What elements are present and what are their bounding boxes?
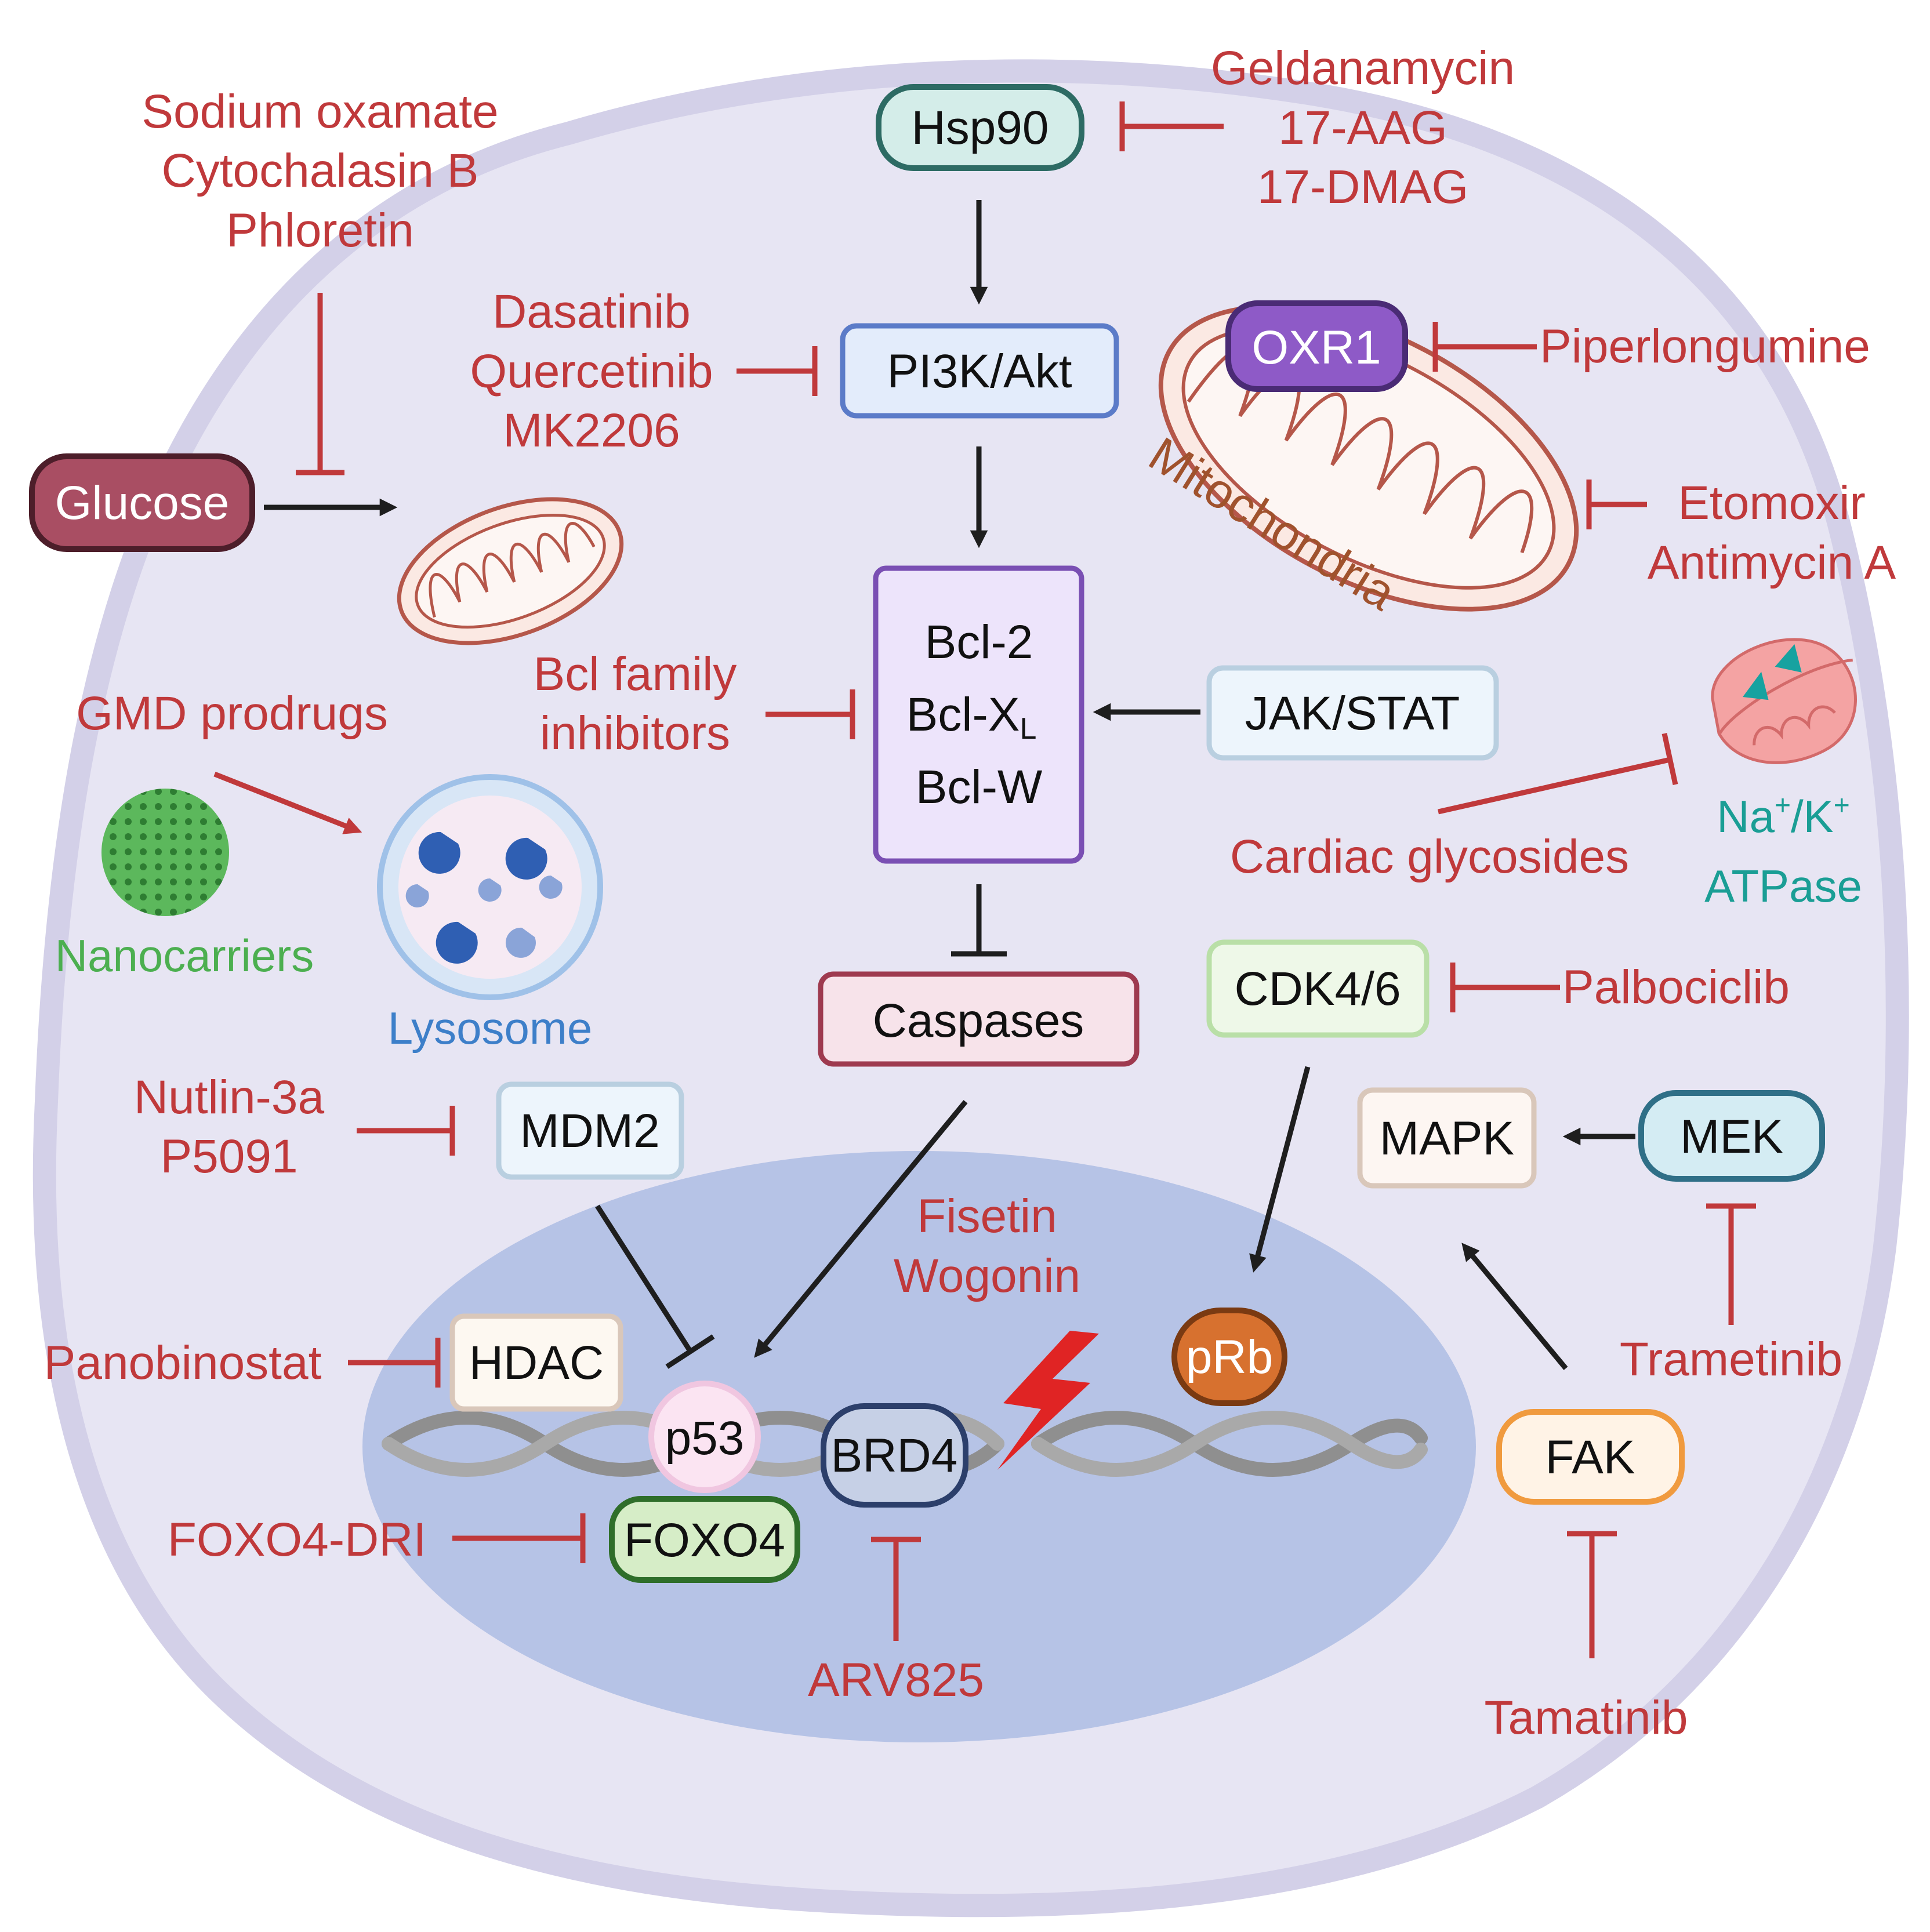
brd4-node[interactable]: BRD4 <box>821 1403 968 1508</box>
hdac-node[interactable]: HDAC <box>449 1313 623 1412</box>
svg-text:Antimycin A: Antimycin A <box>1648 536 1896 589</box>
nanocarriers-label: Nanocarriers <box>55 930 314 981</box>
drug-inhibition-lines <box>296 101 1756 1658</box>
na-k-label: Na+/K+ <box>1717 790 1849 842</box>
mapk-node[interactable]: MAPK <box>1357 1087 1537 1189</box>
panobinostat-label: Panobinostat <box>44 1337 322 1389</box>
svg-text:Bcl family: Bcl family <box>534 648 737 700</box>
small-mitochondrion-icon <box>397 497 624 645</box>
svg-text:Dasatinib: Dasatinib <box>492 285 691 338</box>
hdac-label: HDAC <box>469 1337 604 1389</box>
svg-text:Fisetin: Fisetin <box>917 1190 1057 1243</box>
svg-text:Etomoxir: Etomoxir <box>1678 477 1866 529</box>
na-k-atpase-icon <box>1711 638 1857 764</box>
oxr1-node[interactable]: OXR1 <box>1225 300 1408 392</box>
prb-node[interactable]: pRb <box>1171 1308 1287 1406</box>
svg-text:Geldanamycin: Geldanamycin <box>1211 42 1515 95</box>
oxr1-label: OXR1 <box>1251 321 1381 374</box>
pi3k-inhibitor-labels: Dasatinib Quercetinib MK2206 <box>470 285 713 457</box>
pi3k-akt-node[interactable]: PI3K/Akt <box>840 323 1119 419</box>
cdk4-6-node[interactable]: CDK4/6 <box>1206 939 1430 1038</box>
piperlongumine-label: Piperlongumine <box>1540 320 1870 373</box>
mdm2-label: MDM2 <box>520 1105 659 1157</box>
glucose-label: Glucose <box>55 477 230 529</box>
foxo4-node[interactable]: FOXO4 <box>609 1496 800 1583</box>
bcl-family-node[interactable]: Bcl-2 Bcl-XL Bcl-W <box>873 565 1084 864</box>
mapk-label: MAPK <box>1380 1112 1514 1165</box>
svg-text:MK2206: MK2206 <box>503 404 680 457</box>
svg-text:Nutlin-3a: Nutlin-3a <box>134 1071 325 1124</box>
fak-label: FAK <box>1546 1431 1635 1484</box>
bcl-inhibitor-labels: Bcl family inhibitors <box>534 648 737 760</box>
glycolysis-inhibitor-labels: Sodium oxamate Cytochalasin B Phloretin <box>142 85 498 257</box>
caspases-node[interactable]: Caspases <box>818 971 1140 1067</box>
foxo4-dri-label: FOXO4-DRI <box>168 1513 426 1566</box>
hsp90-node[interactable]: Hsp90 <box>876 84 1084 171</box>
hsp90-label: Hsp90 <box>911 101 1049 154</box>
gmd-prodrugs-label: GMD prodrugs <box>76 687 388 740</box>
palbociclib-label: Palbociclib <box>1562 961 1790 1014</box>
flavonoid-labels: Fisetin Wogonin <box>894 1190 1080 1302</box>
foxo4-label: FOXO4 <box>624 1514 785 1567</box>
bcl-w-label: Bcl-W <box>916 761 1043 814</box>
jak-stat-node[interactable]: JAK/STAT <box>1206 665 1499 761</box>
mito-inhibitor-labels: Etomoxir Antimycin A <box>1648 477 1896 589</box>
dna-damage-bolt-icon <box>997 1331 1099 1470</box>
svg-text:Cytochalasin B: Cytochalasin B <box>162 144 479 197</box>
tamatinib-label: Tamatinib <box>1485 1691 1688 1744</box>
bcl-2-label: Bcl-2 <box>925 616 1033 669</box>
svg-text:Sodium oxamate: Sodium oxamate <box>142 85 498 138</box>
svg-text:17-DMAG: 17-DMAG <box>1257 161 1469 213</box>
mdm2-node[interactable]: MDM2 <box>496 1081 684 1180</box>
svg-text:inhibitors: inhibitors <box>540 707 730 760</box>
black-inhibition-lines <box>595 884 1007 1369</box>
svg-text:P5091: P5091 <box>160 1130 298 1183</box>
lysosome-label: Lysosome <box>388 1003 593 1054</box>
cardiac-glycosides-label: Cardiac glycosides <box>1230 830 1629 883</box>
arrow-caspases-p53 <box>754 1100 968 1358</box>
arrow-fak-mapk <box>1461 1243 1568 1370</box>
mdm2-inhibitor-labels: Nutlin-3a P5091 <box>134 1071 325 1183</box>
pi3k-akt-label: PI3K/Akt <box>887 345 1072 398</box>
arv825-label: ARV825 <box>808 1654 984 1706</box>
p53-label: p53 <box>665 1412 745 1465</box>
lysosome-icon <box>377 774 603 1000</box>
svg-text:Phloretin: Phloretin <box>226 204 414 257</box>
arrow-gmd-lysosome <box>213 771 362 834</box>
glucose-node[interactable]: Glucose <box>29 453 255 552</box>
atpase-label: ATPase <box>1704 860 1862 911</box>
p53-node[interactable]: p53 <box>648 1381 761 1493</box>
mek-label: MEK <box>1680 1110 1783 1163</box>
brd4-label: BRD4 <box>831 1429 958 1482</box>
bcl-xl-label: Bcl-XL <box>906 688 1037 746</box>
nanocarrier-sphere-icon <box>101 789 229 916</box>
svg-text:Quercetinib: Quercetinib <box>470 345 713 398</box>
svg-text:17-AAG: 17-AAG <box>1278 101 1448 154</box>
cdk4-6-label: CDK4/6 <box>1234 963 1401 1015</box>
arrow-cdk-prb <box>1249 1066 1311 1273</box>
mek-node[interactable]: MEK <box>1638 1090 1825 1182</box>
hsp90-inhibitor-labels: Geldanamycin 17-AAG 17-DMAG <box>1211 42 1515 213</box>
svg-text:Wogonin: Wogonin <box>894 1250 1080 1302</box>
caspases-label: Caspases <box>873 994 1084 1047</box>
prb-label: pRb <box>1186 1331 1273 1383</box>
trametinib-label: Trametinib <box>1620 1333 1842 1386</box>
jak-stat-label: JAK/STAT <box>1245 687 1460 740</box>
fak-node[interactable]: FAK <box>1496 1409 1685 1505</box>
activation-arrows <box>213 200 1635 1370</box>
